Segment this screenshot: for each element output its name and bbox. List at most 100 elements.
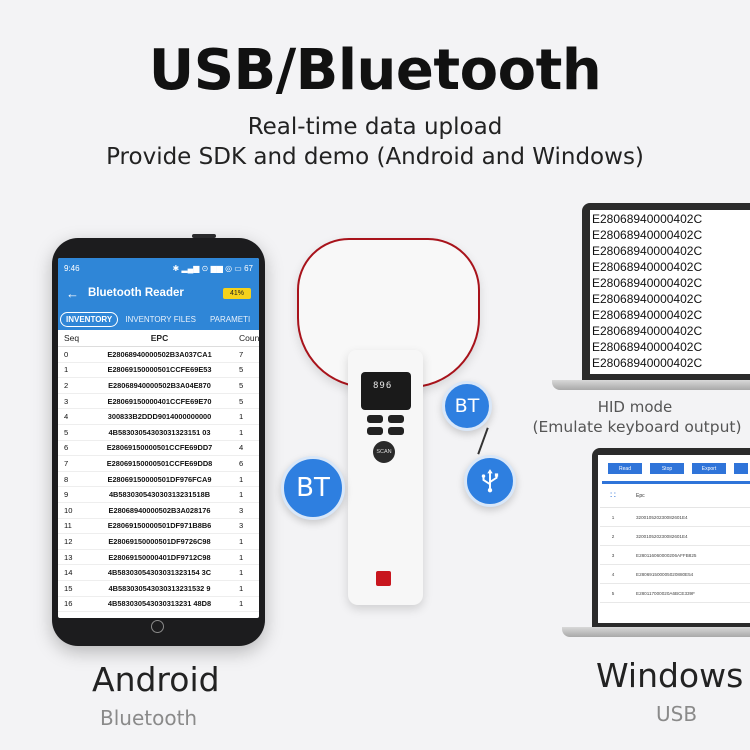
battery-badge: 41% — [222, 287, 251, 299]
row-seq: 12 — [64, 536, 73, 546]
hid-output-line: E28068940000402C — [592, 292, 703, 306]
row-seq: 15 — [64, 583, 73, 593]
row-seq: 5 — [64, 427, 69, 437]
row-epc: E28069150000501CCFE69E53 — [107, 365, 212, 375]
row-seq: 9 — [64, 490, 69, 500]
tab-inventory-files[interactable]: INVENTORY FILES — [125, 314, 196, 324]
scan-button[interactable]: SCAN — [373, 441, 395, 463]
row-epc: E28069150000401CCFE69E70 — [107, 396, 212, 406]
status-icons: ✱ ▂▄▆ ⊙ ▆▆ ◎ ▭ 67 — [172, 263, 253, 273]
tab-inventory[interactable]: INVENTORY — [60, 311, 119, 327]
row-count: 1 — [239, 427, 244, 437]
laptop-hid-base — [552, 380, 750, 390]
row-seq: 11 — [64, 521, 72, 531]
home-button[interactable] — [151, 620, 164, 633]
back-arrow-icon[interactable]: ← — [66, 285, 79, 301]
extra-button[interactable] — [734, 463, 748, 474]
row-index: 5 — [611, 590, 615, 596]
row-seq: 10 — [64, 505, 73, 515]
row-epc: E280116060000206AFFB825 — [636, 552, 697, 558]
windows-table-header: ∷ Epc — [600, 484, 750, 508]
table-row[interactable]: 9 4B583030543030313231518B 1 — [58, 487, 259, 503]
read-button[interactable]: Read — [608, 463, 642, 474]
row-index: 3 — [611, 552, 615, 558]
windows-accent-bar — [602, 481, 750, 484]
row-epc: E280117000020A6BCE339F — [636, 590, 695, 596]
scanner-key-left[interactable] — [367, 415, 383, 423]
hid-output-line: E28068940000402C — [592, 276, 703, 290]
tab-bar: INVENTORY INVENTORY FILES PARAMETI — [58, 308, 259, 330]
subtitle-line-2: Provide SDK and demo (Android and Window… — [106, 144, 644, 170]
laptop-windows-base — [562, 627, 750, 637]
row-epc: E28069150000501DF9726C98 — [108, 536, 211, 546]
table-row[interactable]: 4 E280691500005020880E54 — [600, 565, 750, 584]
row-epc: E28069150000501CCFE69DD7 — [106, 443, 213, 453]
export-button[interactable]: Export — [692, 463, 726, 474]
status-time: 9:46 — [64, 263, 80, 273]
scanner-key-right[interactable] — [388, 415, 404, 423]
hid-output-screen: E28068940000402C E28068940000402C E2806894… — [590, 210, 750, 374]
row-epc: E28069150000501CCFE69DD8 — [106, 458, 213, 468]
android-sublabel: Bluetooth — [100, 706, 198, 730]
stop-button[interactable]: Stop — [650, 463, 684, 474]
row-seq: 13 — [64, 552, 73, 562]
row-count: 1 — [239, 552, 244, 562]
tab-parameters[interactable]: PARAMETI — [209, 314, 251, 324]
table-row[interactable]: 13 E28069150000401DF9712C98 1 — [58, 550, 259, 566]
row-epc: E280691500005020880E54 — [636, 571, 694, 577]
bluetooth-badge-small: BT — [442, 381, 492, 431]
row-epc: 4B583030543030313231518B — [108, 490, 211, 500]
row-seq: 1 — [64, 365, 69, 375]
hid-output-line: E28068940000402C — [592, 324, 703, 338]
scanner-key-down-left[interactable] — [367, 427, 383, 435]
scanner-display-value: 896 — [373, 381, 393, 391]
row-count: 7 — [239, 349, 244, 359]
hid-caption-detail: (Emulate keyboard output) — [532, 418, 742, 436]
phone-screen: 9:46 ✱ ▂▄▆ ⊙ ▆▆ ◎ ▭ 67 ← Bluetooth Reade… — [58, 258, 259, 618]
windows-sublabel: USB — [656, 702, 698, 726]
grid-menu-icon[interactable]: ∷ — [610, 490, 616, 500]
row-seq: 2 — [64, 380, 69, 390]
column-epc: EPC — [150, 333, 169, 343]
row-epc: E28069150000501DF971B8B6 — [107, 521, 212, 531]
android-label: Android — [92, 660, 220, 699]
row-epc: E28069150000501DF976FCA9 — [107, 474, 212, 484]
row-epc: 4B58303054303031323154 3C — [107, 568, 212, 578]
row-index: 4 — [611, 571, 615, 577]
row-count: 1 — [239, 474, 244, 484]
usb-icon — [464, 455, 516, 507]
row-count: 3 — [239, 505, 244, 515]
app-title: Bluetooth Reader — [88, 287, 184, 299]
windows-label: Windows — [596, 656, 744, 695]
windows-toolbar: Read Stop Export — [598, 455, 750, 474]
scanner-key-down-right[interactable] — [388, 427, 404, 435]
table-row[interactable]: 5 E280117000020A6BCE339F — [600, 584, 750, 603]
row-epc: E28069150000401DF9712C98 — [108, 552, 211, 562]
column-epc-windows: Epc — [636, 492, 645, 499]
hid-output-line: E28068940000402C — [592, 228, 703, 242]
column-count: Coun — [239, 333, 259, 343]
subtitle-line-1: Real-time data upload — [247, 114, 503, 140]
table-row[interactable]: 3 E280116060000206AFFB825 — [600, 546, 750, 565]
row-count: 1 — [239, 490, 244, 500]
headline: USB/Bluetooth — [148, 38, 602, 103]
